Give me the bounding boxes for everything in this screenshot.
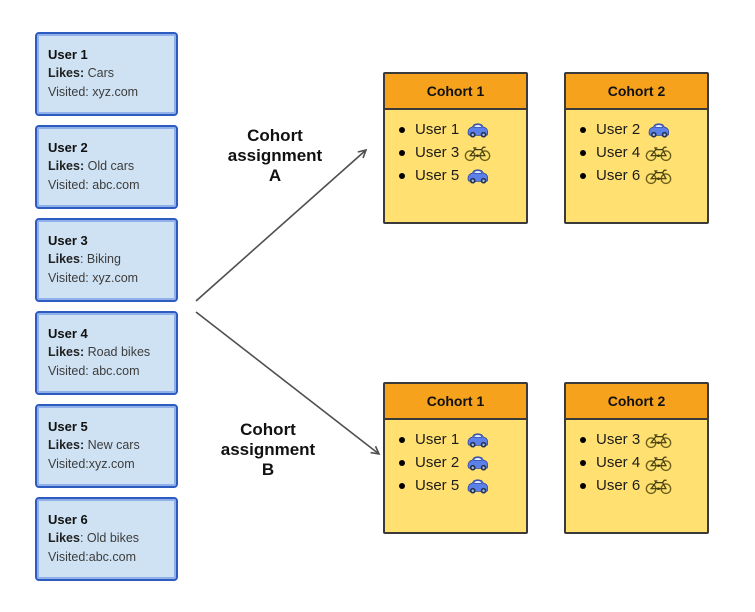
bullet-dot [399,149,405,156]
cohort-box-b1: Cohort 1 User 1 User 2 User 5 [383,382,528,534]
member-name: User 3 [415,144,460,161]
bike-icon [645,477,672,495]
cohort-box-a1: Cohort 1 User 1 User 3 User 5 [383,72,528,224]
cohort-member: User 3 [574,428,707,451]
user-likes: Likes: Biking [48,252,121,266]
cohort-member: User 5 [393,164,526,187]
user-likes: Likes: Cars [48,66,115,80]
cohort-title: Cohort 2 [566,74,707,110]
user-card: User 3 Likes: Biking Visited: xyz.com [35,218,178,302]
user-likes: Likes: Road bikes [48,345,151,359]
label-cohort-assignment-a: Cohort assignment A [227,126,323,185]
cohort-member-list: User 1 User 2 User 5 [385,420,526,532]
bike-icon [645,144,672,162]
bike-icon [645,167,672,185]
bullet-dot [580,482,586,489]
cohort-member: User 1 [393,118,526,141]
cohort-title: Cohort 2 [566,384,707,420]
user-visited: Visited: abc.com [48,178,140,192]
cohort-title: Cohort 1 [385,74,526,110]
member-name: User 5 [415,167,460,184]
bullet-dot [580,459,586,466]
cohort-member-list: User 1 User 3 User 5 [385,110,526,222]
cohort-box-a2: Cohort 2 User 2 User 4 User 6 [564,72,709,224]
member-name: User 4 [596,144,641,161]
bullet-dot [580,149,586,156]
cohort-member: User 4 [574,451,707,474]
bullet-dot [399,172,405,179]
car-icon [464,121,491,139]
user-card-title: User 3 [48,233,88,248]
user-card-title: User 6 [48,512,88,527]
car-icon [464,454,491,472]
member-name: User 5 [415,477,460,494]
bullet-dot [399,126,405,133]
cohort-member: User 1 [393,428,526,451]
bike-icon [645,454,672,472]
bullet-dot [580,436,586,443]
user-visited: Visited:xyz.com [48,457,135,471]
user-card: User 6 Likes: Old bikes Visited:abc.com [35,497,178,581]
member-name: User 2 [596,121,641,138]
cohort-member: User 2 [574,118,707,141]
user-card-title: User 2 [48,140,88,155]
user-visited: Visited:abc.com [48,550,137,564]
user-card-title: User 4 [48,326,88,341]
member-name: User 4 [596,454,641,471]
member-name: User 6 [596,477,641,494]
member-name: User 1 [415,121,460,138]
bullet-dot [399,436,405,443]
car-icon [464,477,491,495]
car-icon [464,167,491,185]
cohort-member: User 2 [393,451,526,474]
cohort-box-b2: Cohort 2 User 3 User 4 User 6 [564,382,709,534]
user-likes: Likes: Old bikes [48,531,140,545]
car-icon [464,431,491,449]
user-card: User 4 Likes: Road bikes Visited: abc.co… [35,311,178,395]
member-name: User 1 [415,431,460,448]
user-visited: Visited: xyz.com [48,85,139,99]
cohort-member-list: User 3 User 4 User 6 [566,420,707,532]
cohort-member: User 5 [393,474,526,497]
label-cohort-assignment-b: Cohort assignment B [220,420,316,479]
cohort-member: User 6 [574,164,707,187]
bike-icon [464,144,491,162]
bike-icon [645,431,672,449]
bullet-dot [399,482,405,489]
user-visited: Visited: xyz.com [48,271,139,285]
bullet-dot [580,126,586,133]
user-card: User 5 Likes: New cars Visited:xyz.com [35,404,178,488]
user-likes: Likes: New cars [48,438,140,452]
cohort-member-list: User 2 User 4 User 6 [566,110,707,222]
user-card: User 1 Likes: Cars Visited: xyz.com [35,32,178,116]
bullet-dot [580,172,586,179]
cohort-title: Cohort 1 [385,384,526,420]
user-card-title: User 5 [48,419,88,434]
member-name: User 2 [415,454,460,471]
bullet-dot [399,459,405,466]
car-icon [645,121,672,139]
cohort-member: User 6 [574,474,707,497]
user-visited: Visited: abc.com [48,364,140,378]
user-card-title: User 1 [48,47,88,62]
cohort-member: User 3 [393,141,526,164]
user-likes: Likes: Old cars [48,159,135,173]
cohort-member: User 4 [574,141,707,164]
member-name: User 3 [596,431,641,448]
member-name: User 6 [596,167,641,184]
user-card: User 2 Likes: Old cars Visited: abc.com [35,125,178,209]
